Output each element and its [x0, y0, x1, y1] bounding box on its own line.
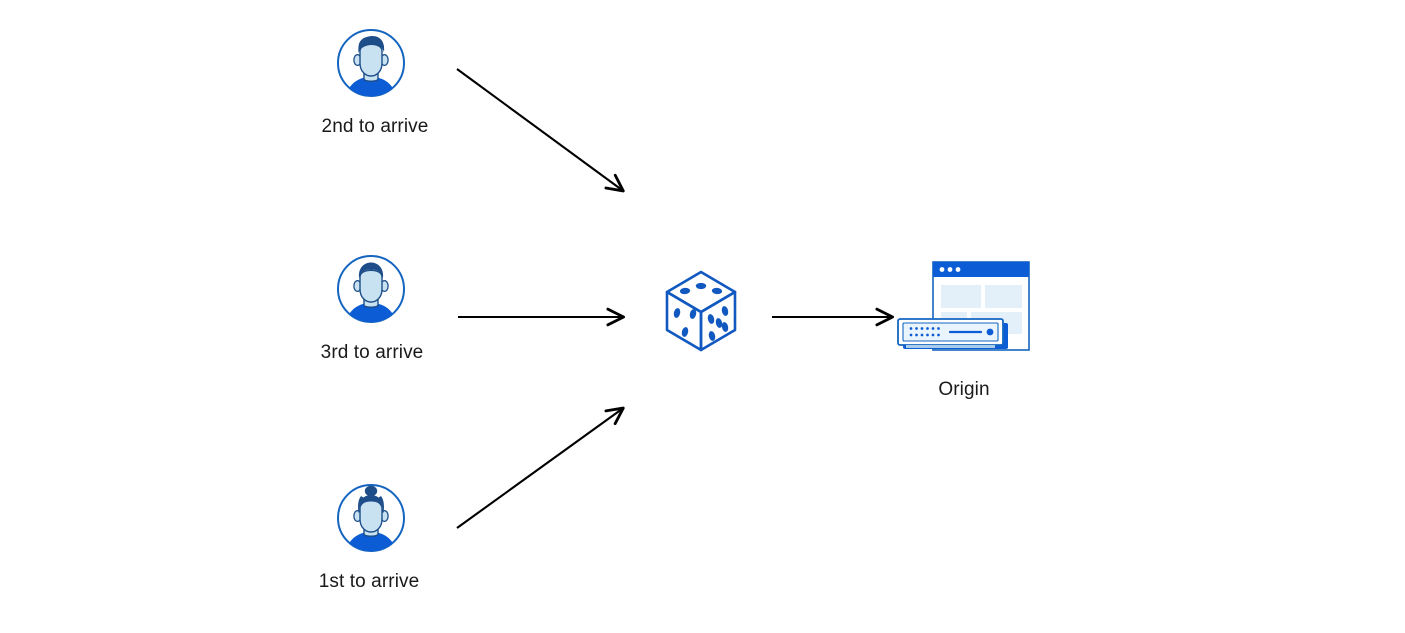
- client-label-1st: 1st to arrive: [318, 571, 420, 592]
- arrow-1st-to-dice: [456, 406, 625, 529]
- client-node-1st[interactable]: [335, 482, 407, 554]
- origin-label: Origin: [938, 379, 990, 400]
- dice-icon: [665, 270, 737, 352]
- origin-node[interactable]: [893, 258, 1038, 363]
- client-node-2nd[interactable]: [335, 27, 407, 99]
- random-selector-node[interactable]: [661, 266, 741, 356]
- user-avatar-icon: [337, 255, 405, 323]
- server-device-icon: [897, 318, 1004, 348]
- client-label-2nd: 2nd to arrive: [321, 116, 429, 137]
- user-avatar-icon: [337, 484, 405, 552]
- client-node-3rd[interactable]: [335, 253, 407, 325]
- client-label-3rd: 3rd to arrive: [320, 342, 424, 363]
- user-avatar-icon: [337, 29, 405, 97]
- origin-server-icon: [897, 261, 1030, 351]
